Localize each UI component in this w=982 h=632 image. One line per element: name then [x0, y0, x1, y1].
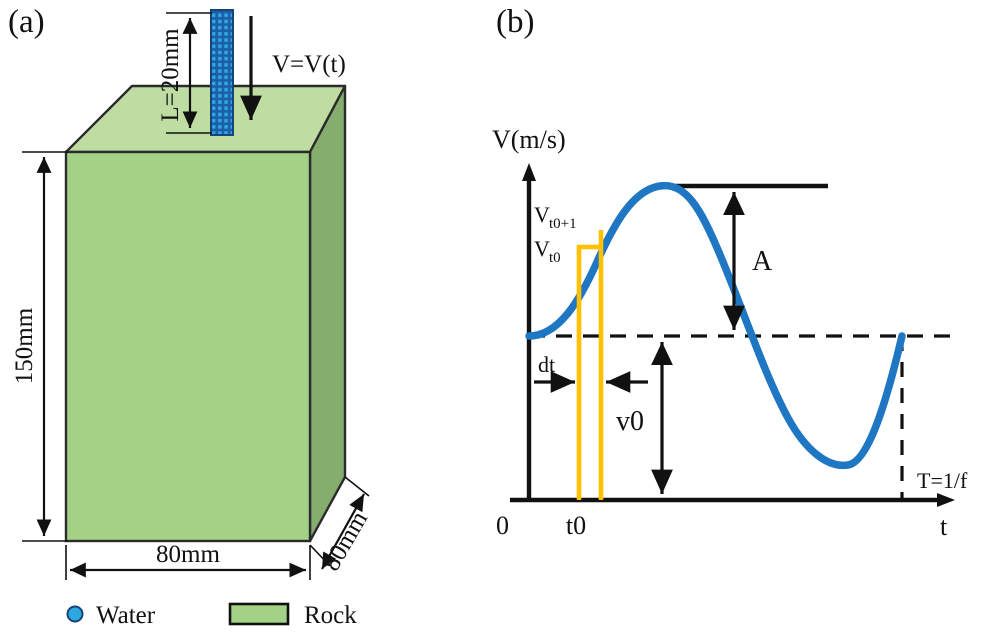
v-t0-plus-1-label: V [534, 202, 550, 227]
period-label: T=1/f [917, 468, 968, 493]
depth-dimension-arrow [321, 493, 365, 570]
legend-water-marker [66, 605, 84, 623]
depth-extension-far [344, 476, 370, 497]
panel-b-velocity-waveform: (b) V(m/s) t 0 [470, 0, 982, 632]
column-length-label: L=20mm [157, 28, 184, 122]
v-t0-plus-1-label-group: V t0+1 [534, 202, 577, 232]
v-t0-plus-1-subscript: t0+1 [549, 216, 577, 232]
v-t0-label: V [534, 236, 550, 261]
rock-block-front-face [64, 150, 312, 543]
panel-a-rock-sample: (a) [0, 0, 470, 632]
v-t0-label-group: V t0 [534, 236, 561, 266]
legend-water-label: Water [96, 602, 156, 629]
water-injection-column [210, 9, 234, 136]
y-axis-arrowhead [522, 163, 536, 181]
t0-axis-label: t0 [566, 511, 586, 540]
legend-rock-swatch [228, 602, 290, 626]
injection-velocity-label: V=V(t) [272, 51, 346, 78]
rock-block-top-face [64, 84, 347, 154]
height-dimension-label: 150mm [11, 307, 38, 384]
mean-velocity-label: v0 [616, 406, 644, 437]
panel-b-chart: V(m/s) t 0 T=1/f V t0+1 [492, 125, 968, 541]
depth-dimension-label: 80mm [318, 506, 374, 575]
width-dimension-label: 80mm [156, 541, 220, 568]
x-axis-label: t [940, 512, 948, 541]
timestep-label: dt [538, 352, 555, 377]
amplitude-label: A [752, 246, 773, 277]
v-t0-subscript: t0 [549, 250, 561, 266]
rock-block-side-face [308, 84, 347, 543]
velocity-curve [525, 181, 906, 470]
mean-velocity-label-group: v0 [616, 406, 644, 437]
origin-label: 0 [496, 511, 509, 540]
y-axis-label: V(m/s) [492, 125, 566, 154]
panel-b-label: (b) [496, 4, 535, 40]
panel-a-drawing: L=20mm V=V(t) 150mm 80mm 80mm Water Roc [11, 9, 374, 629]
x-axis-arrowhead [937, 493, 955, 507]
panel-a-label: (a) [8, 4, 45, 40]
legend-rock-label: Rock [304, 602, 357, 629]
